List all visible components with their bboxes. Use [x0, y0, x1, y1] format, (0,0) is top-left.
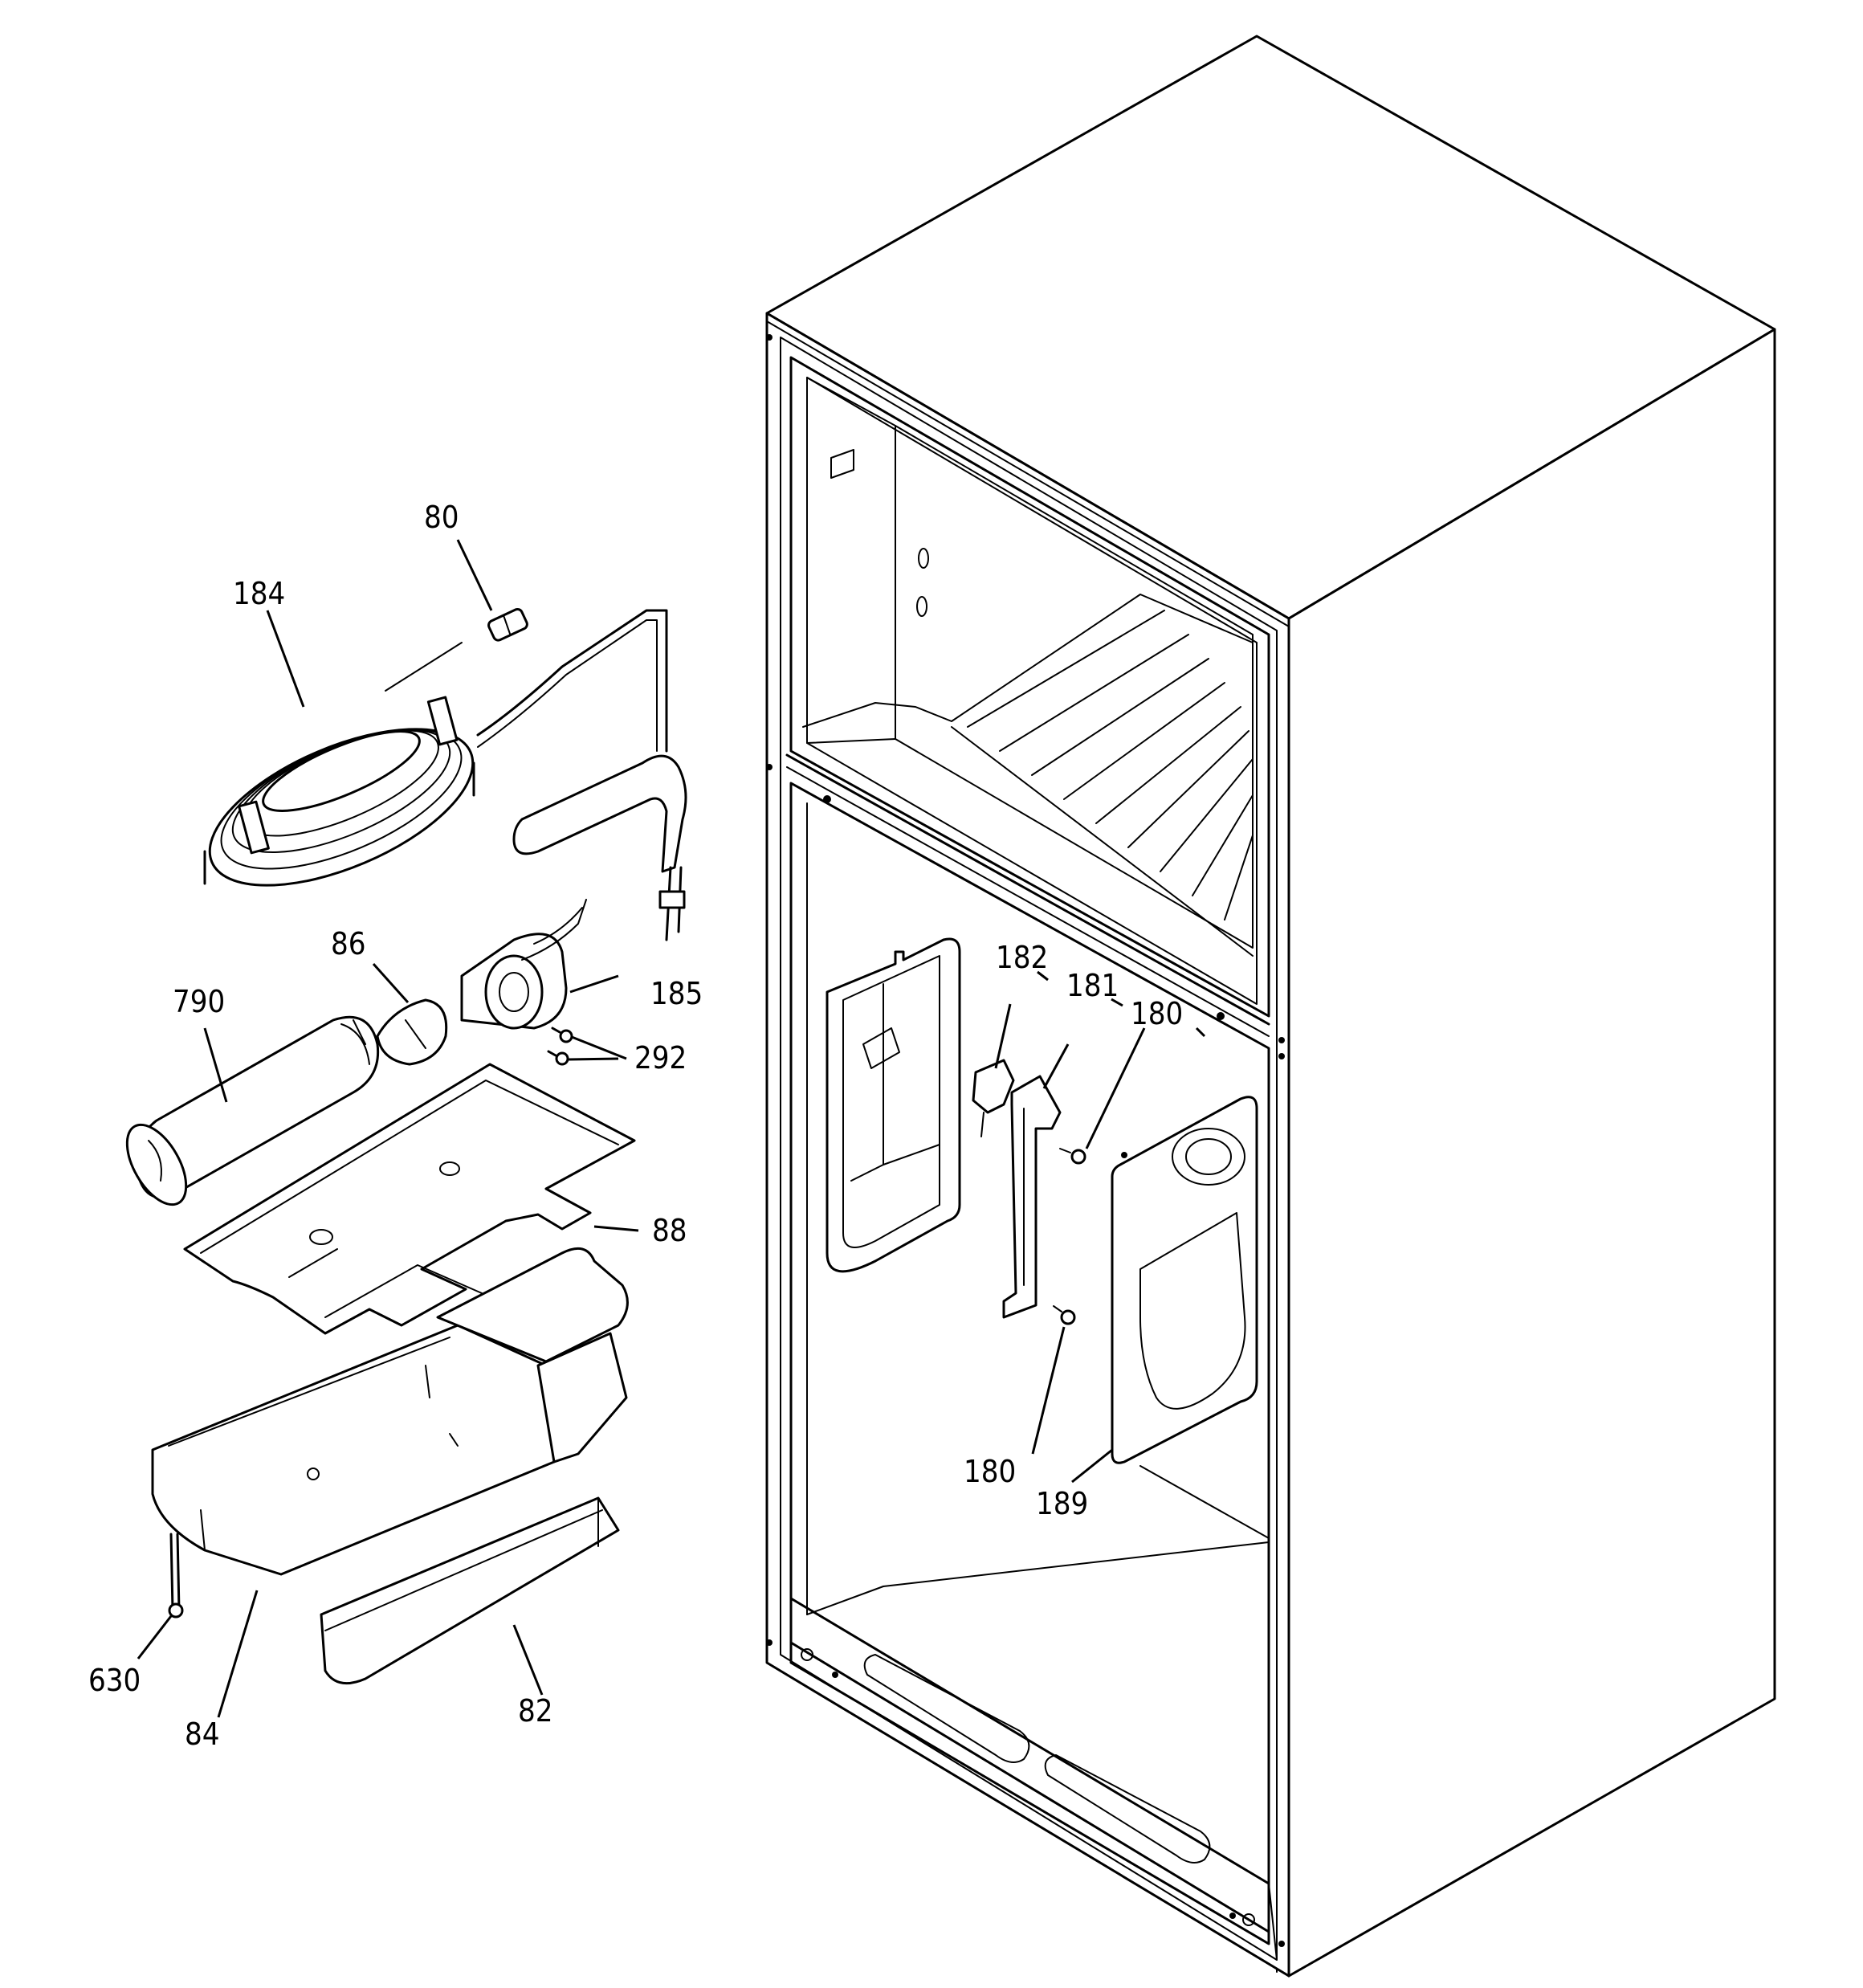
label-84: 84 [185, 1717, 220, 1752]
switch-part-182 [972, 1059, 1015, 1137]
label-88: 88 [652, 1213, 687, 1248]
label-292: 292 [634, 1040, 687, 1076]
screw-part-180-lower [1053, 1305, 1076, 1325]
dispenser-recess-frame [826, 937, 961, 1273]
label-181: 181 [1066, 968, 1119, 1003]
bypass-plug-part-86 [376, 998, 448, 1066]
valve-assembly-part-185 [460, 754, 687, 1030]
part-labels: 80 184 86 185 790 292 88 630 84 82 182 1… [88, 500, 1183, 1752]
water-filter-part-790 [125, 1015, 380, 1206]
screws-part-292 [547, 1027, 573, 1066]
cover-part-82 [320, 1496, 620, 1685]
refrigerator-cabinet [765, 35, 1776, 1978]
label-185: 185 [650, 976, 703, 1011]
screw-part-630 [168, 1533, 184, 1619]
label-182: 182 [996, 940, 1048, 975]
bracket-part-181 [1002, 1075, 1062, 1319]
label-790: 790 [173, 984, 225, 1019]
housing-part-84 [151, 1247, 629, 1576]
label-184: 184 [233, 576, 285, 611]
label-189: 189 [1036, 1486, 1088, 1521]
label-82: 82 [518, 1693, 553, 1729]
label-86: 86 [331, 926, 366, 961]
bottom-grille-slots [863, 1654, 1211, 1863]
fitting-part-80 [487, 607, 528, 642]
leader-lines [137, 539, 1206, 1718]
freezer-floor-ribs [967, 610, 1254, 921]
label-80: 80 [424, 500, 459, 535]
dispenser-cover-part-189 [1111, 1096, 1258, 1464]
heater-plate-part-88 [183, 1063, 636, 1335]
screw-part-180-upper [1059, 1148, 1086, 1165]
label-180-lower: 180 [964, 1454, 1016, 1489]
label-630: 630 [88, 1663, 141, 1698]
water-tubing-coil-part-184 [203, 609, 668, 887]
frame-screws [766, 334, 1285, 1947]
label-180-upper: 180 [1131, 996, 1183, 1031]
